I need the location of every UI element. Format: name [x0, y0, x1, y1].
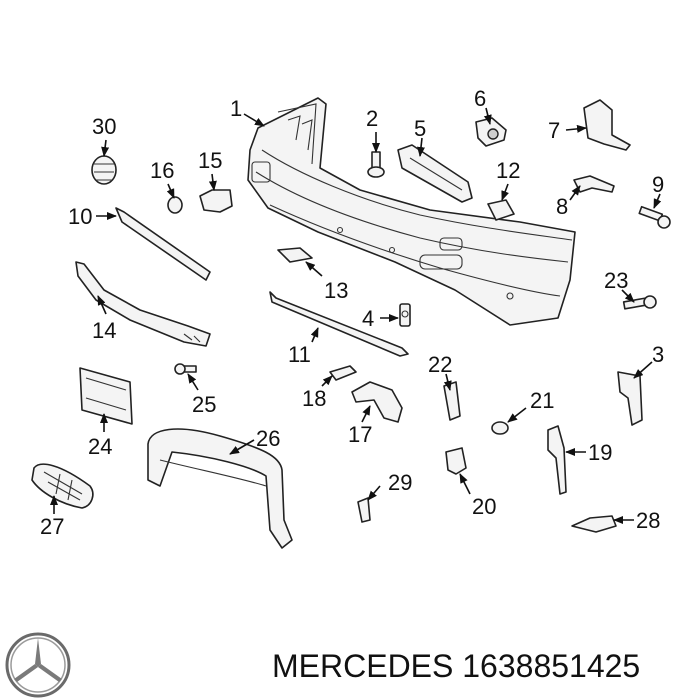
- mercedes-star-icon: [5, 632, 71, 698]
- leader-8: [569, 185, 581, 201]
- leader-18: [321, 375, 333, 387]
- screw-part: [638, 205, 671, 229]
- callout-23: 23: [604, 268, 628, 293]
- callout-4: 4: [362, 306, 374, 331]
- callout-numbers: 1 2 3 4 5 6 7 8 9 10 11 12 13 14 15 16 1…: [40, 86, 664, 539]
- callout-9: 9: [652, 172, 664, 197]
- bushing-part: [91, 155, 117, 185]
- callout-12: 12: [496, 158, 520, 183]
- leader-16: [166, 183, 175, 199]
- small-bracket-part: [443, 381, 461, 421]
- callout-1: 1: [230, 96, 242, 121]
- callout-22: 22: [428, 352, 452, 377]
- lamp-housing-part: [199, 189, 233, 213]
- screw-small-part: [622, 295, 657, 310]
- clamp-part: [571, 515, 617, 533]
- cap-part: [487, 199, 515, 221]
- bolt-part: [367, 151, 385, 178]
- spoiler-part: [75, 261, 211, 347]
- leader-20: [459, 473, 471, 495]
- callout-20: 20: [472, 494, 496, 519]
- callout-25: 25: [192, 392, 216, 417]
- leader-29: [367, 485, 381, 501]
- part-number: 1638851425: [462, 648, 641, 684]
- callout-27: 27: [40, 514, 64, 539]
- trim-strip-part: [115, 207, 211, 281]
- callout-11: 11: [288, 342, 311, 367]
- callout-16: 16: [150, 158, 174, 183]
- callout-21: 21: [530, 388, 554, 413]
- bumper-cover: [247, 97, 576, 326]
- callout-24: 24: [88, 434, 112, 459]
- small-plate-part: [277, 247, 313, 263]
- screw-tiny-part: [174, 363, 197, 375]
- leader-26: [229, 439, 255, 455]
- plate-holder-part: [79, 367, 133, 425]
- brand-name: MERCEDES: [272, 648, 454, 684]
- callout-5: 5: [414, 116, 426, 141]
- support-bracket-part: [583, 99, 631, 151]
- callout-13: 13: [324, 278, 348, 303]
- retainer-part: [329, 365, 357, 381]
- vertical-bracket-part: [547, 425, 567, 495]
- holder-part: [445, 447, 467, 475]
- nut-part: [491, 421, 509, 435]
- callout-2: 2: [366, 106, 378, 131]
- callout-17: 17: [348, 422, 372, 447]
- callout-19: 19: [588, 440, 612, 465]
- callout-26: 26: [256, 426, 280, 451]
- leader-6: [483, 107, 492, 125]
- leader-21: [507, 407, 527, 423]
- callout-8: 8: [556, 194, 568, 219]
- part-caption: MERCEDES 1638851425: [272, 648, 640, 685]
- leader-30: [101, 139, 110, 157]
- lower-strip-part: [269, 291, 409, 357]
- callout-29: 29: [388, 470, 412, 495]
- leader-14: [97, 295, 107, 315]
- side-bracket-part: [617, 371, 643, 426]
- lamp-bracket-part: [351, 381, 403, 423]
- mount-bracket-part: [573, 175, 615, 193]
- grille-part: [31, 463, 94, 509]
- leader-17: [361, 405, 371, 423]
- guard-bar-part: [147, 428, 293, 549]
- callout-7: 7: [548, 118, 560, 143]
- callout-6: 6: [474, 86, 486, 111]
- leader-13: [305, 261, 323, 277]
- washer-part: [167, 196, 183, 214]
- leader-25: [187, 373, 199, 391]
- leader-5: [417, 137, 425, 157]
- clip-part: [399, 303, 411, 327]
- leader-lines: [50, 107, 662, 524]
- leader-11: [310, 327, 319, 343]
- callout-28: 28: [636, 508, 660, 533]
- pin-clip-part: [357, 497, 371, 523]
- leader-15: [208, 173, 217, 191]
- leader-7: [565, 124, 587, 133]
- absorber-part: [397, 144, 473, 203]
- sensor-bracket-part: [475, 117, 507, 147]
- leader-3: [633, 361, 653, 379]
- callout-14: 14: [92, 318, 116, 343]
- callout-30: 30: [92, 114, 116, 139]
- callout-18: 18: [302, 386, 326, 411]
- callout-15: 15: [198, 148, 222, 173]
- leader-23: [621, 289, 635, 303]
- leader-12: [501, 183, 509, 201]
- callout-10: 10: [68, 204, 92, 229]
- callout-3: 3: [652, 342, 664, 367]
- leader-22: [443, 373, 452, 391]
- leader-9: [653, 193, 662, 209]
- leader-1: [243, 113, 265, 127]
